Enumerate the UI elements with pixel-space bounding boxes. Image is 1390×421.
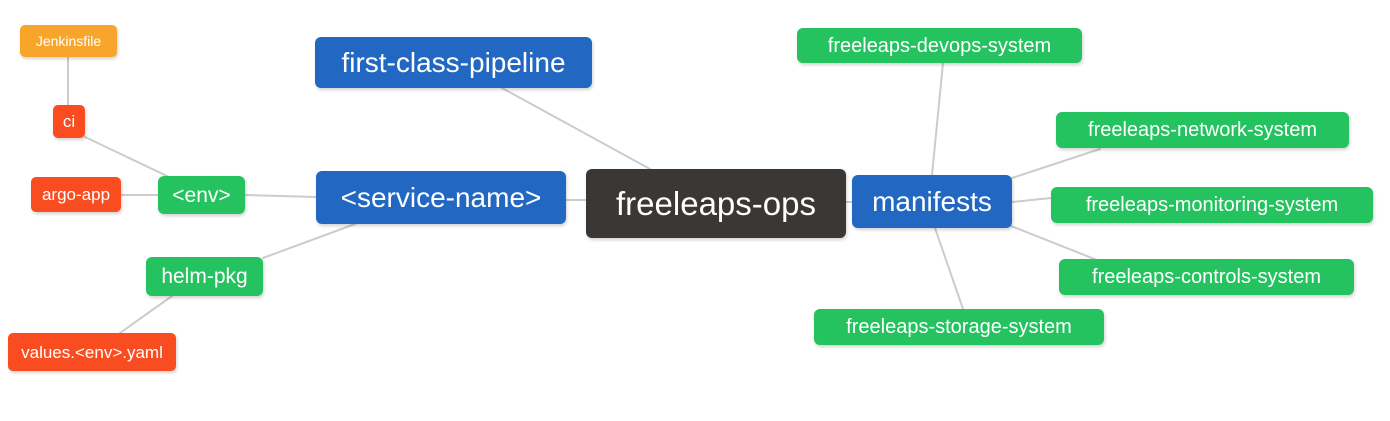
edge-service-name-env xyxy=(244,194,317,198)
edge-helm-pkg-values-env-yaml xyxy=(119,295,173,334)
edge-freeleaps-ops-first-class-pipeline xyxy=(501,87,651,170)
edge-manifests-storage-system xyxy=(934,227,964,310)
node-first-class-pipeline[interactable]: first-class-pipeline xyxy=(315,37,592,88)
node-freeleaps-monitoring-system[interactable]: freeleaps-monitoring-system xyxy=(1051,187,1373,223)
node-freeleaps-controls-system[interactable]: freeleaps-controls-system xyxy=(1059,259,1354,295)
edge-manifests-devops-system xyxy=(931,62,944,176)
edge-manifests-monitoring-system xyxy=(1011,197,1052,203)
node-freeleaps-devops-system[interactable]: freeleaps-devops-system xyxy=(797,28,1082,63)
node-values-env-yaml[interactable]: values.<env>.yaml xyxy=(8,333,176,371)
node-freeleaps-network-system[interactable]: freeleaps-network-system xyxy=(1056,112,1349,148)
node-argo-app[interactable]: argo-app xyxy=(31,177,121,212)
node-freeleaps-storage-system[interactable]: freeleaps-storage-system xyxy=(814,309,1104,345)
node-manifests[interactable]: manifests xyxy=(852,175,1012,228)
edge-manifests-network-system xyxy=(1011,148,1101,179)
node-service-name[interactable]: <service-name> xyxy=(316,171,566,224)
edge-env-ci xyxy=(84,136,168,177)
node-ci[interactable]: ci xyxy=(53,105,85,138)
node-env[interactable]: <env> xyxy=(158,176,245,214)
node-helm-pkg[interactable]: helm-pkg xyxy=(146,257,263,296)
node-jenkinsfile[interactable]: Jenkinsfile xyxy=(20,25,117,57)
node-freeleaps-ops[interactable]: freeleaps-ops xyxy=(586,169,846,238)
edge-manifests-controls-system xyxy=(1010,225,1098,261)
edge-service-name-helm-pkg xyxy=(262,223,356,259)
